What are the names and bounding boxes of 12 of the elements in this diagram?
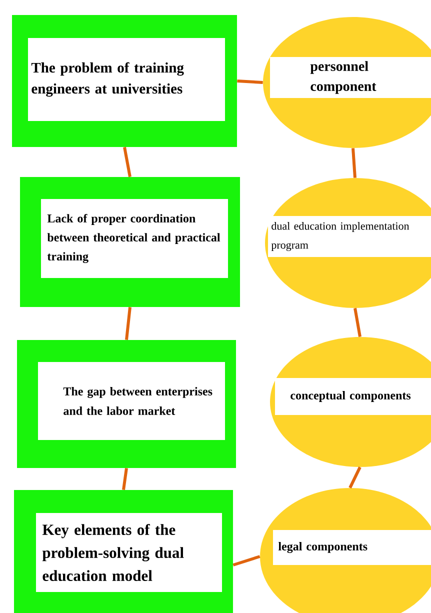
- connector-line: [125, 307, 132, 340]
- connector-line: [354, 308, 362, 338]
- process-box: Lack of proper coordination between theoretical and practical training: [20, 177, 240, 307]
- connector-line: [122, 468, 128, 490]
- connector-line: [123, 146, 132, 178]
- connector-line: [232, 555, 260, 566]
- process-box: The gap between enterprises and the labor market: [17, 340, 236, 468]
- connector-line: [237, 80, 263, 84]
- connector-line: [352, 148, 356, 178]
- process-box: Key elements of the problem-solving dual education model: [14, 490, 233, 613]
- process-box: The problem of training engineers at universities: [12, 15, 237, 147]
- connector-line: [348, 466, 362, 488]
